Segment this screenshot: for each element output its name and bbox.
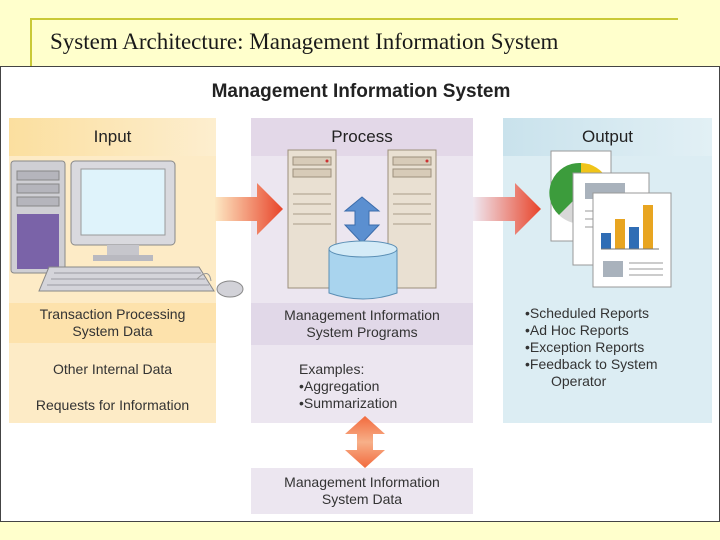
output-feedback-cont: Operator: [551, 373, 607, 389]
slide-title-bar: [30, 18, 678, 66]
report-pages-icon: [549, 150, 672, 288]
process-header: Process: [251, 118, 473, 156]
process-examples: Examples: •Aggregation •Summarization: [251, 345, 473, 423]
process-programs: Management Information System Programs: [251, 303, 473, 345]
input-item-other-internal: Other Internal Data: [52, 360, 173, 377]
output-header: Output: [503, 118, 712, 156]
diagram: Management Information System Input Tran…: [0, 66, 720, 522]
desktop-computer-icon: [10, 160, 244, 298]
slide-title: System Architecture: Management Informat…: [50, 29, 559, 54]
diagram-title: Management Information System: [211, 81, 511, 102]
output-exception-reports: •Exception Reports: [525, 339, 645, 355]
input-item-tps-data: Transaction Processing System Data: [9, 303, 216, 343]
input-item-tps-data-label: Transaction Processing System Data: [39, 306, 186, 339]
double-arrow-icon: [345, 416, 385, 468]
output-list: •Scheduled Reports •Ad Hoc Reports •Exce…: [525, 305, 710, 405]
input-header: Input: [9, 118, 216, 156]
output-feedback: •Feedback to System: [525, 356, 658, 372]
arrow-right-icon: [473, 183, 541, 235]
double-arrow-icon: [343, 196, 381, 244]
process-programs-label: Management Information System Programs: [284, 307, 440, 340]
example-summarization: •Summarization: [299, 395, 398, 411]
arrow-right-icon: [215, 183, 283, 235]
input-item-requests: Requests for Information: [35, 396, 190, 413]
output-ad-hoc-reports: •Ad Hoc Reports: [525, 322, 629, 338]
database-icon: [328, 240, 398, 300]
process-data: Management Information System Data: [251, 468, 473, 514]
example-aggregation: •Aggregation: [299, 378, 380, 394]
server-icon: [287, 149, 337, 289]
examples-title: Examples:: [299, 361, 365, 377]
process-data-label: Management Information System Data: [284, 474, 440, 507]
output-scheduled-reports: •Scheduled Reports: [525, 305, 649, 321]
